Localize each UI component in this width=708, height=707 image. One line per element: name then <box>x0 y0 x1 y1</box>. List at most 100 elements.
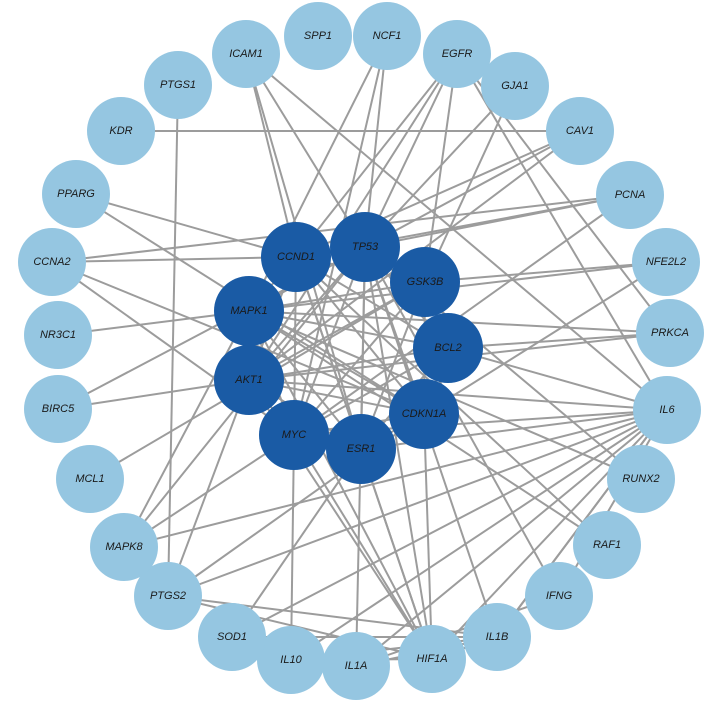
node-circle-gja1 <box>481 52 549 120</box>
node-circle-il1b <box>463 603 531 671</box>
node-label-hif1a: HIF1A <box>416 653 447 665</box>
node-circle-ifng <box>525 562 593 630</box>
edge-pparg-ccnd1 <box>75 193 297 258</box>
node-circle-pparg <box>42 160 110 228</box>
node-label-ptgs2: PTGS2 <box>150 590 186 602</box>
edge-ifng-il1a <box>355 595 560 667</box>
edge-egfr-ccnd1 <box>295 53 458 258</box>
node-label-pcna: PCNA <box>615 189 646 201</box>
node-mapk1: MAPK1 <box>214 276 284 346</box>
node-label-raf1: RAF1 <box>593 539 621 551</box>
node-circle-ccnd1 <box>261 222 331 292</box>
node-label-mapk1: MAPK1 <box>230 305 267 317</box>
edge-ptgs2-ptgs1 <box>167 84 179 597</box>
edge-il6-sod1 <box>231 409 668 638</box>
node-label-kdr: KDR <box>109 125 132 137</box>
node-label-spp1: SPP1 <box>304 30 332 42</box>
edge-prkca-bcl2 <box>447 332 671 349</box>
node-circle-nr3c1 <box>24 301 92 369</box>
edge-il6-ptgs2 <box>167 409 668 597</box>
node-circle-mapk1 <box>214 276 284 346</box>
node-circle-cav1 <box>546 97 614 165</box>
edge-icam1-il6 <box>245 53 668 411</box>
node-ptgs2: PTGS2 <box>134 562 202 630</box>
node-circle-mcl1 <box>56 445 124 513</box>
node-circle-mapk8 <box>90 513 158 581</box>
node-bcl2: BCL2 <box>413 313 483 383</box>
node-label-tp53: TP53 <box>352 241 379 253</box>
node-label-esr1: ESR1 <box>347 443 376 455</box>
node-circle-hif1a <box>398 625 466 693</box>
node-il1b: IL1B <box>463 603 531 671</box>
node-tp53: TP53 <box>330 212 400 282</box>
node-prkca: PRKCA <box>636 299 704 367</box>
edge-egfr-tp53 <box>364 53 458 248</box>
node-label-bcl2: BCL2 <box>434 342 462 354</box>
node-label-cav1: CAV1 <box>566 125 594 137</box>
node-nfe2l2: NFE2L2 <box>632 228 700 296</box>
edge-hif1a-tp53 <box>364 246 433 660</box>
node-esr1: ESR1 <box>326 414 396 484</box>
node-circle-pcna <box>596 161 664 229</box>
node-label-nfe2l2: NFE2L2 <box>646 256 686 268</box>
node-circle-esr1 <box>326 414 396 484</box>
node-circle-gsk3b <box>390 247 460 317</box>
node-label-il1b: IL1B <box>486 631 509 643</box>
edge-il6-mapk8 <box>123 409 668 548</box>
edge-ccna2-ccnd1 <box>51 256 297 263</box>
node-label-sod1: SOD1 <box>217 631 247 643</box>
edge-cav1-tp53 <box>364 130 581 248</box>
node-circle-nfe2l2 <box>632 228 700 296</box>
edge-nfe2l2-cdkn1a <box>423 261 667 415</box>
node-gsk3b: GSK3B <box>390 247 460 317</box>
node-runx2: RUNX2 <box>607 445 675 513</box>
node-hif1a: HIF1A <box>398 625 466 693</box>
node-birc5: BIRC5 <box>24 375 92 443</box>
node-label-ccna2: CCNA2 <box>33 256 70 268</box>
node-sod1: SOD1 <box>198 603 266 671</box>
node-kdr: KDR <box>87 97 155 165</box>
edge-gja1-tp53 <box>364 85 516 248</box>
node-cav1: CAV1 <box>546 97 614 165</box>
edge-hif1a-cdkn1a <box>423 413 433 660</box>
edge-mapk8-mapk1 <box>123 310 250 548</box>
node-myc: MYC <box>259 400 329 470</box>
node-label-il1a: IL1A <box>345 660 368 672</box>
edge-il6-bcl2 <box>447 347 668 411</box>
node-circle-ptgs1 <box>144 51 212 119</box>
node-circle-ccna2 <box>18 228 86 296</box>
node-circle-egfr <box>423 20 491 88</box>
node-label-ncf1: NCF1 <box>373 30 402 42</box>
node-circle-sod1 <box>198 603 266 671</box>
node-il10: IL10 <box>257 626 325 694</box>
node-label-nr3c1: NR3C1 <box>40 329 76 341</box>
node-label-gja1: GJA1 <box>501 80 529 92</box>
edge-gja1-gsk3b <box>424 85 516 283</box>
node-label-gsk3b: GSK3B <box>407 276 444 288</box>
edge-il1a-il6 <box>355 409 668 667</box>
edge-pcna-myc <box>293 194 631 436</box>
node-circle-myc <box>259 400 329 470</box>
edge-ptgs2-akt1 <box>167 379 250 597</box>
node-circle-il10 <box>257 626 325 694</box>
node-mapk8: MAPK8 <box>90 513 158 581</box>
node-icam1: ICAM1 <box>212 20 280 88</box>
node-label-egfr: EGFR <box>442 48 473 60</box>
node-il1a: IL1A <box>322 632 390 700</box>
node-label-mcl1: MCL1 <box>75 473 104 485</box>
node-circle-icam1 <box>212 20 280 88</box>
node-circle-spp1 <box>284 2 352 70</box>
node-label-icam1: ICAM1 <box>229 48 263 60</box>
node-label-birc5: BIRC5 <box>42 403 75 415</box>
node-ptgs1: PTGS1 <box>144 51 212 119</box>
edge-ifng-tp53 <box>364 246 560 597</box>
node-circle-bcl2 <box>413 313 483 383</box>
node-circle-il6 <box>633 376 701 444</box>
node-circle-il1a <box>322 632 390 700</box>
node-label-ptgs1: PTGS1 <box>160 79 196 91</box>
node-pparg: PPARG <box>42 160 110 228</box>
node-ncf1: NCF1 <box>353 2 421 70</box>
node-label-ccnd1: CCND1 <box>277 251 315 263</box>
node-label-prkca: PRKCA <box>651 327 689 339</box>
